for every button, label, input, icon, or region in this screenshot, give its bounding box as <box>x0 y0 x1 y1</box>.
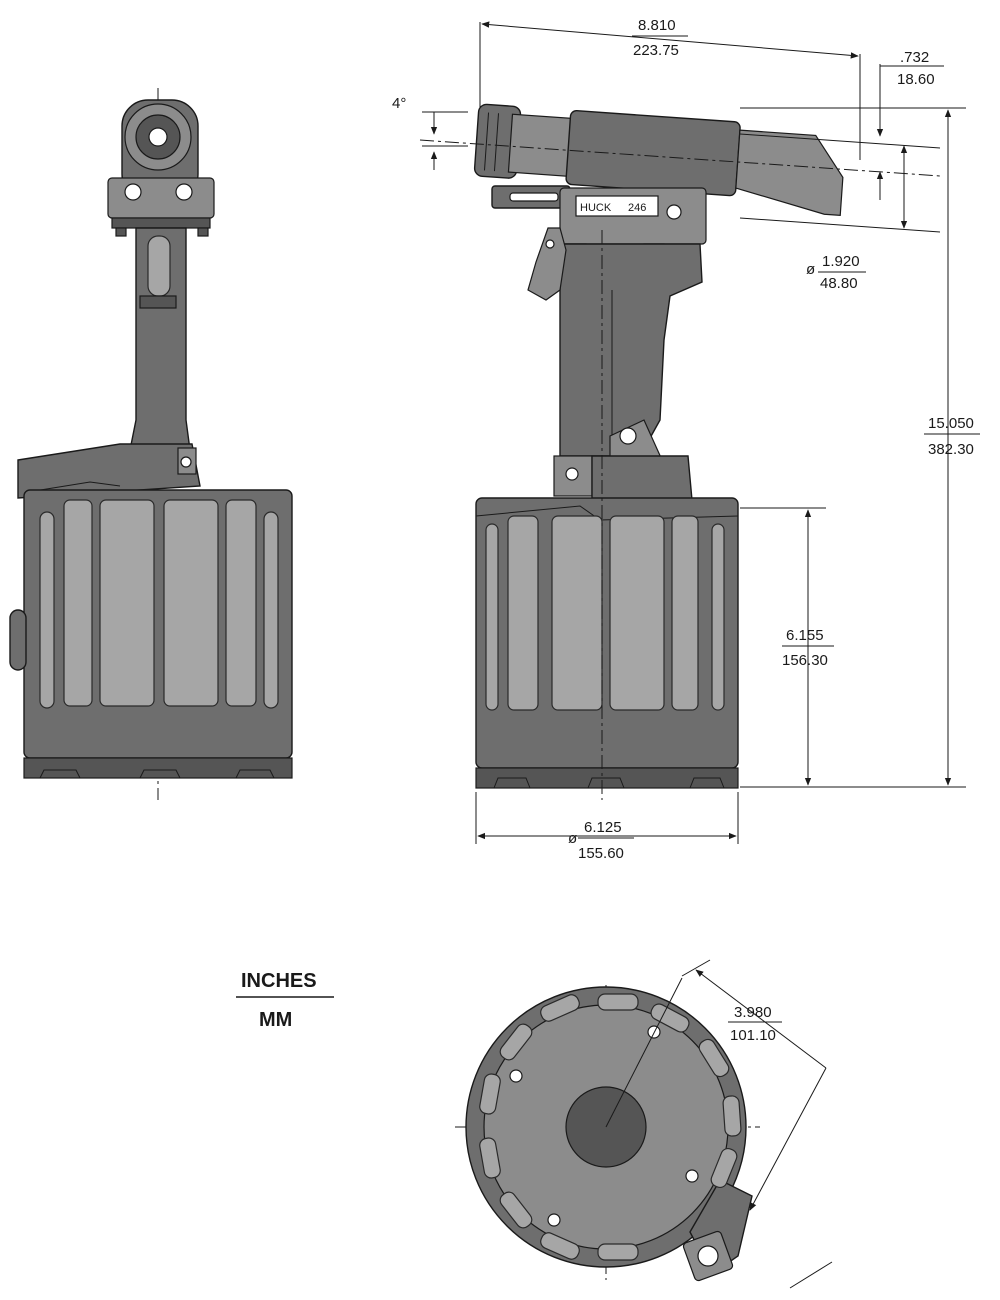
nose-offset-in: .732 <box>900 49 929 66</box>
side-plate: HUCK 246 <box>491 185 707 255</box>
front-head <box>107 99 215 237</box>
head-dia-in: 1.920 <box>822 253 860 270</box>
height-mm: 382.30 <box>928 441 974 458</box>
bottom-slots <box>479 993 742 1261</box>
units-top: INCHES <box>241 970 317 992</box>
base-height-in: 6.155 <box>786 627 824 644</box>
nose-length-in: 8.810 <box>638 17 676 34</box>
base-dia-prefix: ø <box>568 830 577 847</box>
front-collar <box>17 443 201 499</box>
side-view: HUCK 246 <box>419 103 941 800</box>
head-dia-prefix: ø <box>806 261 815 278</box>
front-base <box>9 489 293 779</box>
brand-name: HUCK <box>580 202 612 214</box>
bottom-radius-mm: 101.10 <box>730 1027 776 1044</box>
bottom-view <box>455 977 760 1282</box>
base-height-mm: 156.30 <box>782 652 828 669</box>
nose-offset-mm: 18.60 <box>897 71 935 88</box>
head-dia-mm: 48.80 <box>820 275 858 292</box>
model-number: 246 <box>628 202 646 214</box>
units-bottom: MM <box>259 1009 292 1031</box>
units-legend: INCHES MM <box>236 970 334 1031</box>
front-view <box>9 88 293 800</box>
angle-label: 4° <box>392 95 406 112</box>
front-handle <box>129 227 191 451</box>
side-grip <box>527 227 703 501</box>
base-dia-mm: 155.60 <box>578 845 624 862</box>
side-base <box>475 230 739 800</box>
bottom-radius-in: 3.980 <box>734 1004 772 1021</box>
side-nose <box>473 103 844 217</box>
nose-length-mm: 223.75 <box>633 42 679 59</box>
base-dia-in: 6.125 <box>584 819 622 836</box>
dimensions: 4° 8.810 223.75 .732 18.60 ø 1.920 48.80… <box>392 17 980 1289</box>
height-in: 15.050 <box>928 415 974 432</box>
